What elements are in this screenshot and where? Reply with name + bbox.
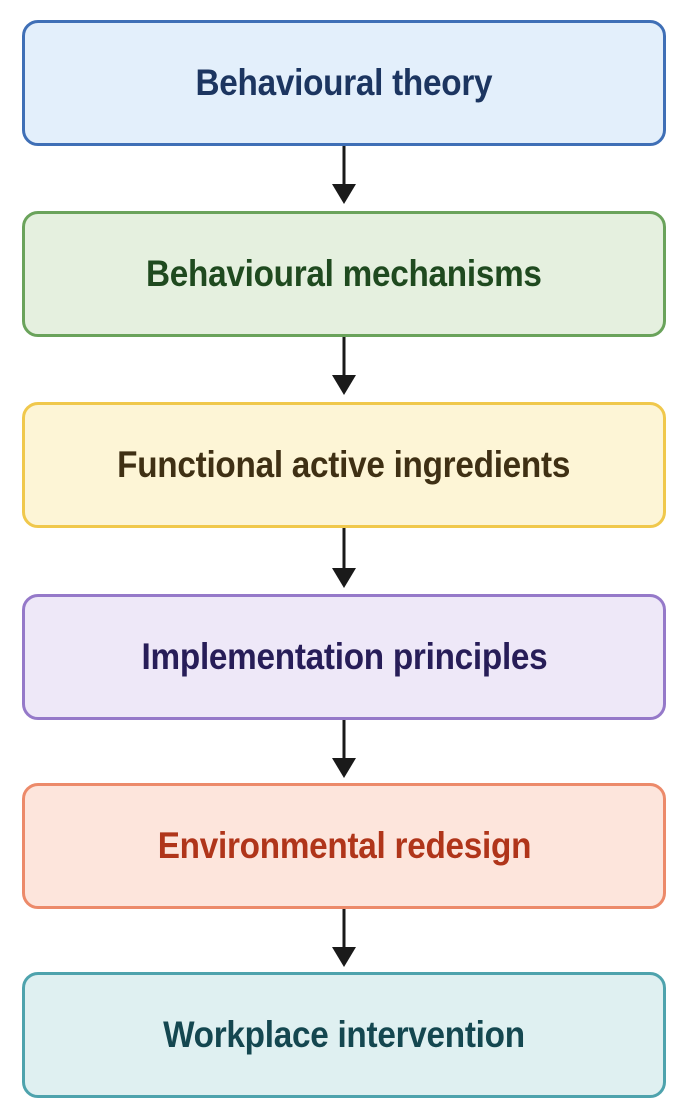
step-environmental-redesign-label: Environmental redesign [157,825,531,866]
arrow-down-icon [329,720,359,780]
arrow-down-icon [329,528,359,590]
step-functional-active-ingredients-box: Functional active ingredients [22,402,666,528]
step-workplace-intervention-label: Workplace intervention [163,1014,525,1055]
step-behavioural-mechanisms-box: Behavioural mechanisms [22,211,666,337]
arrow-down-icon [329,337,359,397]
step-implementation-principles-box: Implementation principles [22,594,666,720]
step-functional-active-ingredients-label: Functional active ingredients [117,444,571,485]
step-behavioural-theory-box: Behavioural theory [22,20,666,146]
arrow-down-icon [329,909,359,969]
step-behavioural-theory-label: Behavioural theory [195,62,493,103]
arrow-down-icon [329,146,359,206]
step-environmental-redesign-box: Environmental redesign [22,783,666,909]
step-workplace-intervention-box: Workplace intervention [22,972,666,1098]
step-behavioural-mechanisms-label: Behavioural mechanisms [146,253,542,294]
step-implementation-principles-label: Implementation principles [141,636,547,677]
